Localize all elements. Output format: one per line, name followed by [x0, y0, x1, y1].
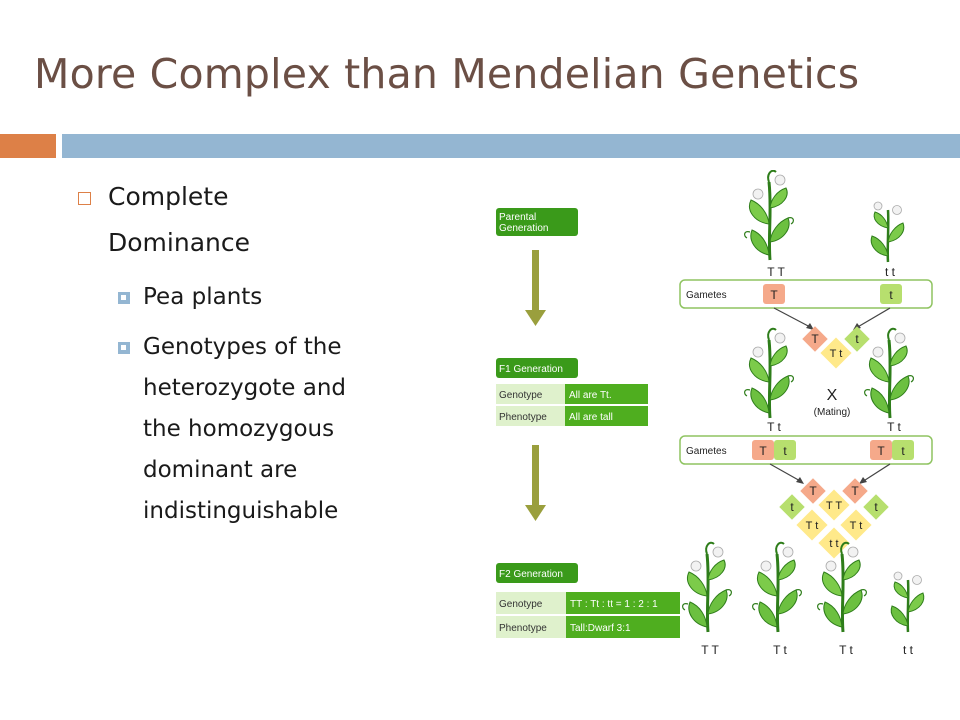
f2-plant-genotype: t t — [903, 643, 914, 657]
punnett-cell: T T — [826, 500, 842, 512]
bullet-text: Complete — [108, 182, 229, 211]
cross-symbol: X — [827, 387, 838, 404]
arrow-down-icon — [525, 445, 546, 521]
allele: t — [790, 500, 794, 514]
gametes-label: Gametes — [686, 446, 727, 457]
sub-bullet-icon — [118, 292, 130, 304]
pea-plant-f1-icon — [863, 327, 915, 420]
f2-plant-genotype: T t — [773, 643, 787, 657]
f1-phenotype-value: All are tall — [569, 412, 613, 423]
f1-genotype-value: All are Tt. — [569, 390, 612, 401]
bullet-text: Dominance — [108, 228, 250, 257]
punnett-cell: T t — [850, 520, 863, 532]
arrow-down-icon — [525, 250, 546, 326]
sub-bullet-text: heterozygote and — [143, 375, 347, 401]
genetic-cross-diagram: Parental Generation F1 Generation Genoty… — [496, 170, 933, 657]
f1-gametes-bar: Gametes T t T t — [679, 435, 933, 465]
slide-title: More Complex than Mendelian Genetics — [34, 50, 860, 98]
pea-plant-f2-icon — [816, 541, 868, 634]
f1-phenotype-label: Phenotype — [499, 412, 547, 423]
allele: T — [809, 484, 817, 498]
sub-bullet-text: Genotypes of the — [143, 334, 342, 360]
allele: t — [874, 500, 878, 514]
parental-line1: Parental — [499, 212, 536, 223]
accent-bar-orange — [0, 134, 56, 158]
gamete-allele: t — [901, 444, 905, 458]
f1-plant-genotype: T t — [767, 420, 781, 434]
punnett-cell: T t — [806, 520, 819, 532]
pea-plant-dwarf-icon — [869, 200, 906, 264]
mating-label: (Mating) — [814, 407, 851, 418]
allele: t — [855, 332, 859, 346]
f1-generation-panel: F1 Generation Genotype All are Tt. Pheno… — [496, 358, 648, 426]
f2-header: F2 Generation — [499, 569, 563, 580]
punnett-diamond: T T t t T T T t T t t t — [779, 478, 889, 559]
allele: T — [811, 332, 819, 346]
f1-genotype-label: Genotype — [499, 390, 543, 401]
f2-genotype-value: TT : Tt : tt = 1 : 2 : 1 — [570, 599, 658, 610]
sub-bullet-text: Pea plants — [143, 284, 263, 310]
allele: T — [851, 484, 859, 498]
f1-header: F1 Generation — [499, 364, 563, 375]
f2-phenotype-value: Tall:Dwarf 3:1 — [570, 623, 631, 634]
parental-generation-label: Parental Generation — [496, 208, 578, 236]
gametes-label: Gametes — [686, 290, 727, 301]
gamete-allele: t — [889, 288, 893, 302]
pea-plant-f1-icon — [743, 327, 795, 420]
parent-genotype: t t — [885, 265, 896, 279]
f2-plant-genotype: T t — [839, 643, 853, 657]
pea-plant-f2-icon — [681, 541, 733, 634]
f1-combination-diamond: T t T t — [802, 326, 870, 369]
f2-plant-genotype: T T — [701, 643, 719, 657]
f2-generation-panel: F2 Generation Genotype TT : Tt : tt = 1 … — [496, 563, 680, 638]
pea-plant-f2-icon — [751, 541, 803, 634]
f1-result: T t — [830, 348, 843, 360]
gamete-allele: T — [770, 288, 778, 302]
parent-genotype: T T — [767, 265, 785, 279]
gamete-allele: T — [877, 444, 885, 458]
bullet-square-icon — [78, 192, 91, 205]
parental-gametes-bar: Gametes T t — [679, 279, 933, 309]
sub-bullet-text: indistinguishable — [143, 498, 339, 524]
sub-bullet-text: the homozygous — [143, 416, 335, 442]
gamete-allele: t — [783, 444, 787, 458]
accent-bar-blue — [62, 134, 960, 158]
gamete-allele: T — [759, 444, 767, 458]
pea-plant-tall-icon — [743, 170, 795, 262]
sub-bullet-icon — [118, 342, 130, 354]
f1-plant-genotype: T t — [887, 420, 901, 434]
sub-bullet-text: dominant are — [143, 457, 298, 483]
punnett-cell: t t — [829, 538, 838, 550]
pea-plant-dwarf-icon — [889, 570, 926, 634]
f2-genotype-label: Genotype — [499, 599, 543, 610]
f2-phenotype-label: Phenotype — [499, 623, 547, 634]
parental-line2: Generation — [499, 223, 548, 234]
